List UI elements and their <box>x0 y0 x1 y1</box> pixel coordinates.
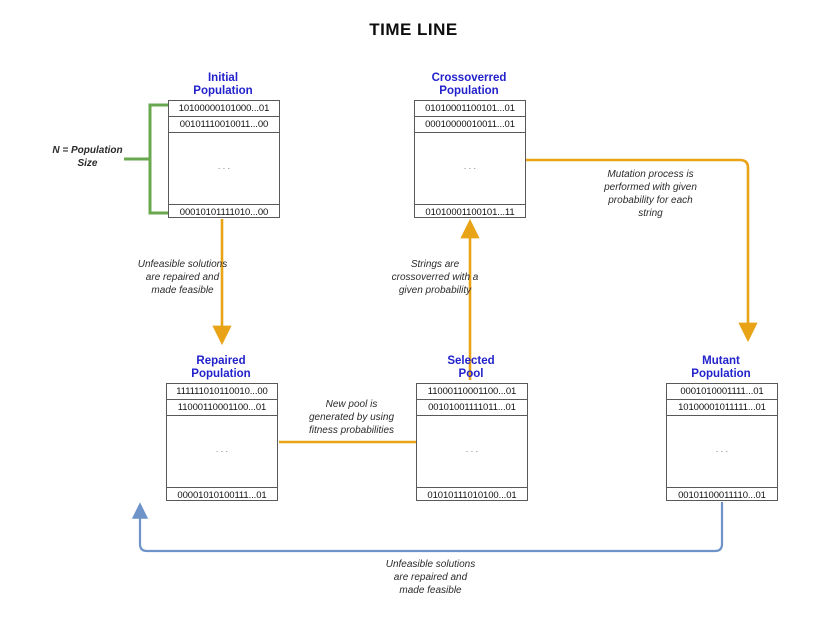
arrow-crossoverred-to-mutant <box>524 158 758 343</box>
loop-mutant-to-repaired <box>131 502 724 553</box>
initial-population-box: 10100000101000...01 00101110010011...00 … <box>168 100 280 218</box>
population-row: 0001010001111...01 <box>667 384 777 400</box>
population-row-last: 00101100011110...01 <box>678 490 766 501</box>
page-title: TIME LINE <box>369 20 458 39</box>
population-row: 00101110010011...00 <box>169 117 279 133</box>
population-row-last: 01010001100101...11 <box>425 207 515 218</box>
population-ellipsis-cell: · · · <box>167 416 277 488</box>
population-row: 111111010110010...00 <box>167 384 277 400</box>
note-population-size: N = Population Size <box>52 145 123 169</box>
note-new-pool: New pool is generated by using fitness p… <box>308 399 395 436</box>
ellipsis-dots: · · · <box>215 446 229 456</box>
population-row: 11000110001100...01 <box>167 400 277 416</box>
population-ellipsis-cell: · · · <box>169 133 279 205</box>
population-ellipsis-cell: · · · <box>417 416 527 488</box>
selected-pool-title: Selected Pool <box>447 355 495 380</box>
population-row: 00101001111011...01 <box>417 400 527 416</box>
note-repair-bottom: Unfeasible solutions are repaired and ma… <box>385 559 476 596</box>
population-ellipsis-cell: · · · <box>415 133 525 205</box>
population-row: 10100001011111...01 <box>667 400 777 416</box>
ellipsis-dots: · · · <box>465 446 479 456</box>
note-repair-top: Unfeasible solutions are repaired and ma… <box>137 259 228 296</box>
population-row: 10100000101000...01 <box>169 101 279 117</box>
note-crossover: Strings are crossoverred with a given pr… <box>391 259 479 296</box>
repaired-population-title: Repaired Population <box>191 355 251 380</box>
population-row: 01010001100101...01 <box>415 101 525 117</box>
crossoverred-population-title: Crossoverred Population <box>431 72 507 97</box>
note-mutation: Mutation process is performed with given… <box>604 169 697 219</box>
population-row-last: 01010111010100...01 <box>427 490 517 501</box>
ellipsis-dots: · · · <box>217 163 231 173</box>
ellipsis-dots: · · · <box>463 163 477 173</box>
selected-pool-box: 11000110001100...01 00101001111011...01 … <box>416 383 528 501</box>
crossoverred-population-box: 01010001100101...01 00010000010011...01 … <box>414 100 526 218</box>
population-ellipsis-cell: · · · <box>667 416 777 488</box>
mutant-population-title: Mutant Population <box>691 355 751 380</box>
population-row-last: 00001010100111...01 <box>177 490 267 501</box>
population-row: 11000110001100...01 <box>417 384 527 400</box>
mutant-population-box: 0001010001111...01 10100001011111...01 ·… <box>666 383 778 501</box>
population-row-last: 00010101111010...00 <box>179 207 269 218</box>
repaired-population-box: 111111010110010...00 11000110001100...01… <box>166 383 278 501</box>
ellipsis-dots: · · · <box>715 446 729 456</box>
population-size-bracket <box>124 103 168 215</box>
population-row: 00010000010011...01 <box>415 117 525 133</box>
initial-population-title: Initial Population <box>193 72 253 97</box>
